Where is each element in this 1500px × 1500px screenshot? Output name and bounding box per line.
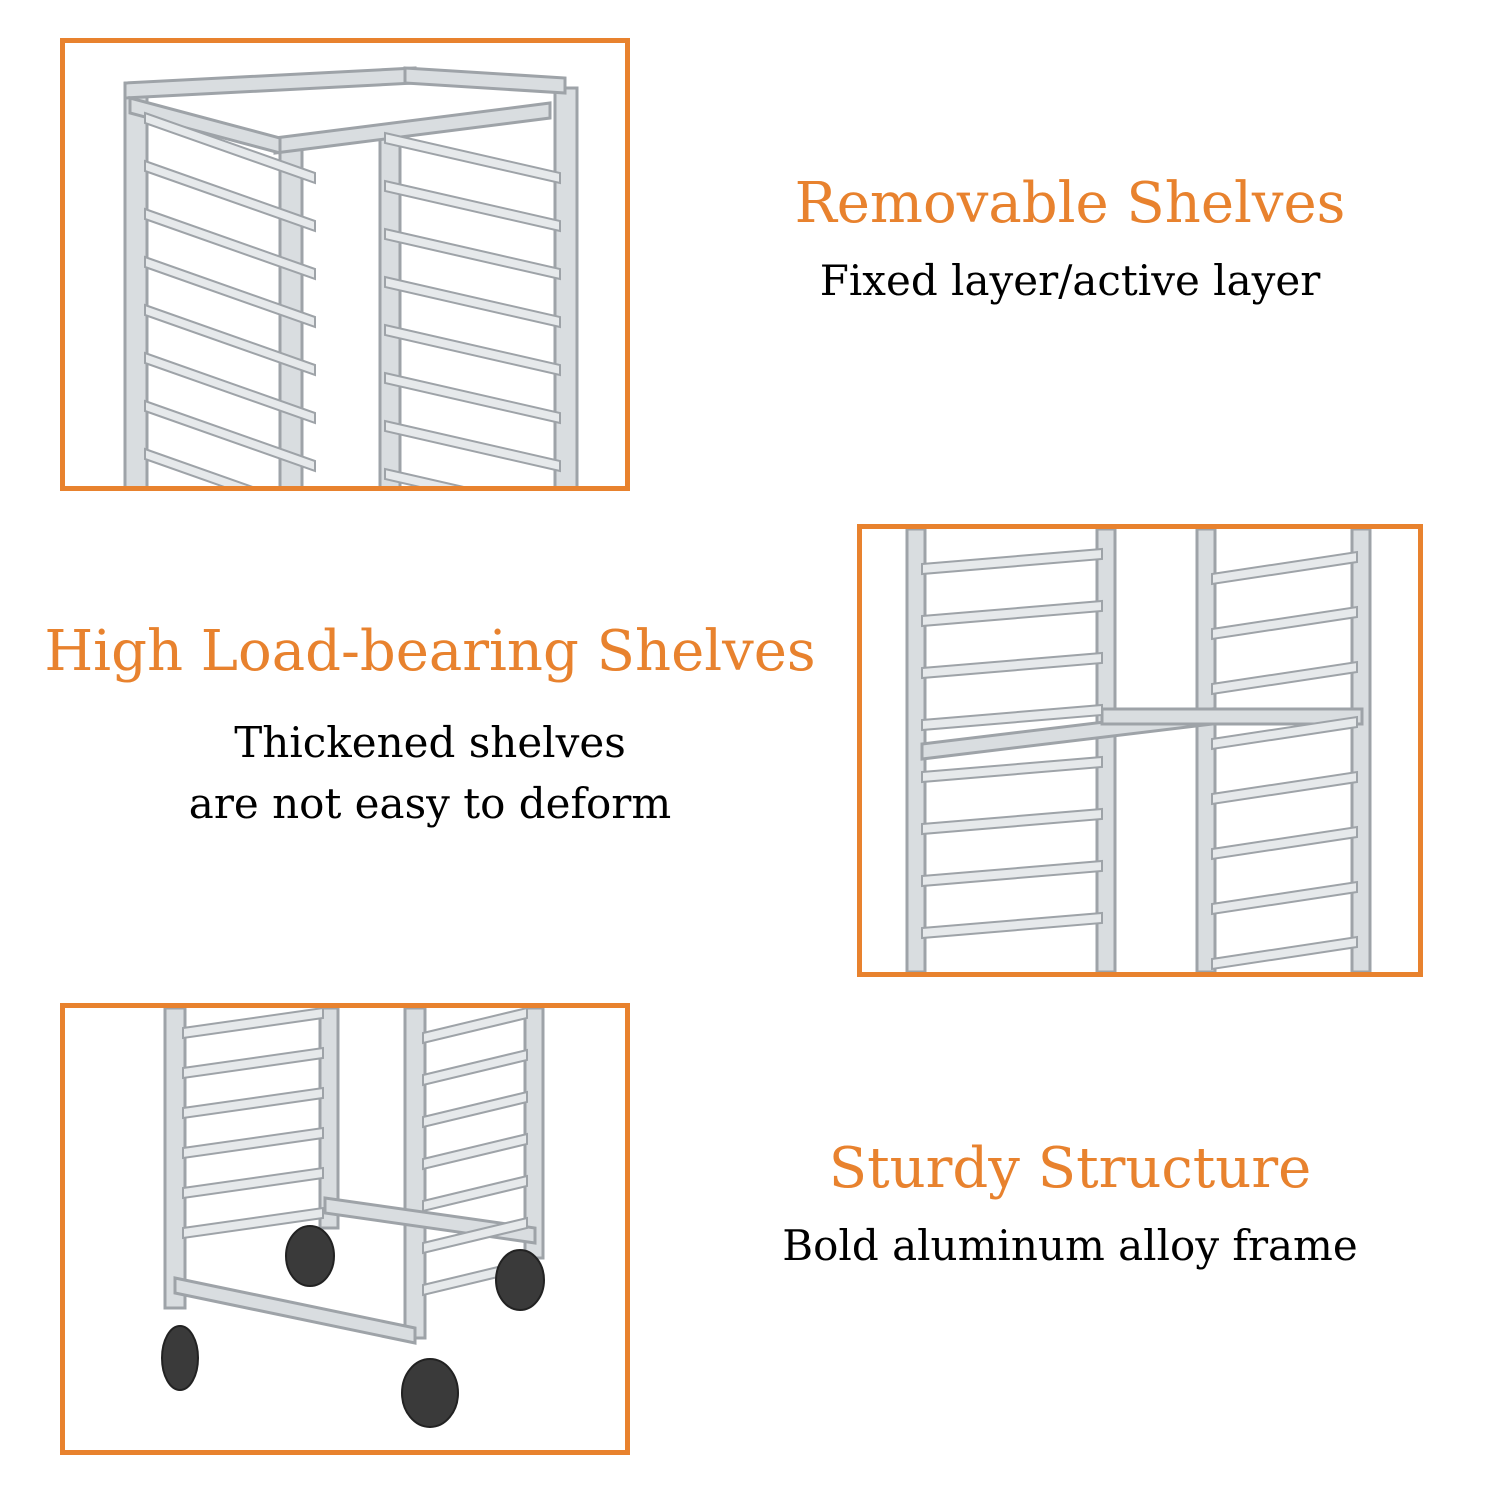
shelf-slat bbox=[384, 323, 561, 377]
shelf-slat bbox=[1211, 880, 1358, 916]
shelf-slat bbox=[422, 1008, 528, 1045]
shelf-slat bbox=[384, 275, 561, 329]
rack-casters-icon bbox=[161, 1008, 545, 1428]
feature-high-load-bearing-shelves: High Load-bearing Shelves Thickened shel… bbox=[30, 618, 830, 835]
feature-title: Sturdy Structure bbox=[828, 1136, 1312, 1201]
feature-description: Fixed layer/active layer bbox=[819, 256, 1321, 306]
shelf-slat bbox=[422, 1216, 528, 1255]
shelf-slat bbox=[182, 1086, 324, 1120]
shelf-slat bbox=[921, 911, 1103, 940]
shelf-slat bbox=[921, 651, 1103, 680]
shelf-slat bbox=[422, 1048, 528, 1087]
shelf-slat bbox=[1211, 935, 1358, 971]
rack-rails-photo bbox=[857, 524, 1423, 977]
shelf-slat bbox=[384, 227, 561, 281]
shelf-slat bbox=[1211, 715, 1358, 751]
shelf-slat bbox=[144, 255, 316, 329]
shelf-slat bbox=[921, 599, 1103, 628]
feature-description: Bold aluminum alloy frame bbox=[782, 1221, 1358, 1271]
shelf-slat bbox=[144, 303, 316, 377]
shelf-slat bbox=[422, 1174, 528, 1213]
shelf-slat bbox=[144, 351, 316, 425]
feature-description-line-1: Thickened shelves bbox=[234, 718, 626, 768]
shelf-slat bbox=[384, 419, 561, 473]
rack-side-rails-icon bbox=[905, 529, 1372, 972]
rack-top-view-icon bbox=[123, 66, 579, 486]
shelf-slat bbox=[182, 1046, 324, 1080]
rack-top-photo bbox=[60, 38, 630, 491]
shelf-slat bbox=[921, 807, 1103, 836]
shelf-slat bbox=[144, 447, 253, 486]
shelf-slat bbox=[182, 1126, 324, 1160]
shelf-slat bbox=[422, 1132, 528, 1171]
shelf-slat bbox=[144, 399, 316, 473]
shelf-slat bbox=[144, 111, 316, 185]
shelf-slat bbox=[921, 703, 1103, 732]
shelf-slat bbox=[144, 159, 316, 233]
shelf-slat bbox=[144, 207, 316, 281]
shelf-slat bbox=[1211, 605, 1358, 641]
shelf-slat bbox=[422, 1090, 528, 1129]
feature-description-line-2: are not easy to deform bbox=[188, 779, 672, 829]
shelf-slat bbox=[182, 1166, 324, 1200]
shelf-slat bbox=[1211, 825, 1358, 861]
shelf-slat bbox=[182, 1008, 324, 1040]
shelf-slat bbox=[384, 131, 561, 185]
feature-title: Removable Shelves bbox=[794, 171, 1346, 236]
shelf-slat bbox=[921, 859, 1103, 888]
shelf-slat bbox=[384, 467, 464, 486]
rack-casters-photo bbox=[60, 1003, 630, 1455]
shelf-slat bbox=[384, 371, 561, 425]
shelf-slat bbox=[1211, 550, 1358, 586]
shelf-slat bbox=[921, 755, 1103, 784]
shelf-slat bbox=[921, 547, 1103, 576]
feature-sturdy-structure: Sturdy Structure Bold aluminum alloy fra… bbox=[760, 1135, 1380, 1277]
shelf-slat bbox=[182, 1206, 324, 1240]
shelf-slat bbox=[384, 179, 561, 233]
shelf-slat bbox=[1211, 660, 1358, 696]
feature-removable-shelves: Removable Shelves Fixed layer/active lay… bbox=[760, 170, 1380, 312]
feature-title: High Load-bearing Shelves bbox=[44, 619, 816, 684]
shelf-slat bbox=[1211, 770, 1358, 806]
